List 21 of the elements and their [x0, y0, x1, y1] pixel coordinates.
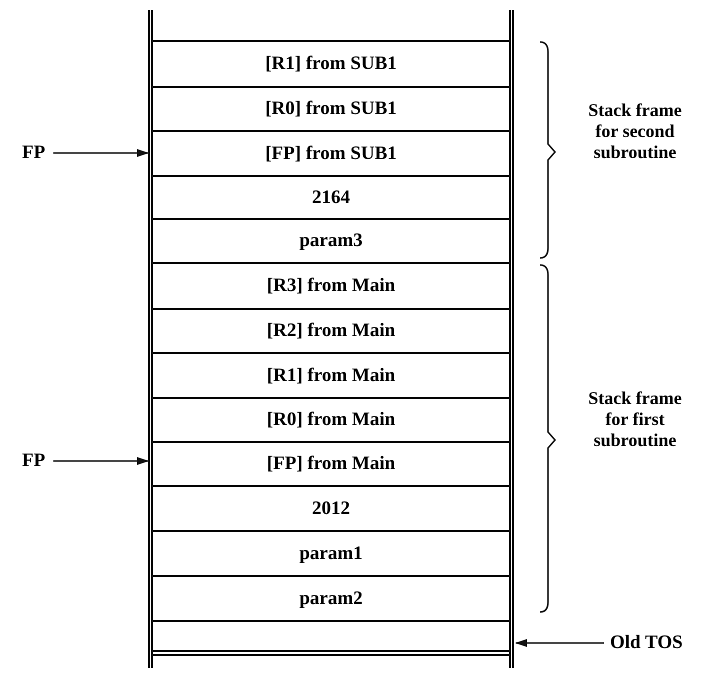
cell-text: param2: [299, 588, 363, 610]
pointer-label: FP: [22, 450, 46, 472]
arrow: [53, 457, 149, 465]
cell-text: 2164: [312, 186, 350, 208]
pointer-label: FP: [22, 142, 46, 164]
arrow: [515, 639, 604, 647]
cell-text: [R3] from Main: [266, 275, 396, 297]
bracket-label: Stack frame for first subroutine: [587, 388, 683, 451]
cell-text: param1: [299, 542, 363, 564]
cell-text: 2012: [312, 498, 350, 520]
cell-text: [FP] from SUB1: [265, 142, 397, 164]
cell-text: param3: [299, 230, 363, 252]
cell-text: [R2] from Main: [266, 320, 396, 342]
cell-text: [R0] from SUB1: [265, 98, 397, 120]
cell-text: [R1] from Main: [266, 364, 396, 386]
cell-text: [FP] from Main: [266, 453, 396, 475]
cell-text: [R1] from SUB1: [265, 53, 397, 75]
cell-text: [R0] from Main: [266, 409, 396, 431]
bracket-label: Stack frame for second subroutine: [587, 100, 683, 163]
arrow: [53, 149, 149, 157]
pointer-label: Old TOS: [610, 632, 683, 654]
